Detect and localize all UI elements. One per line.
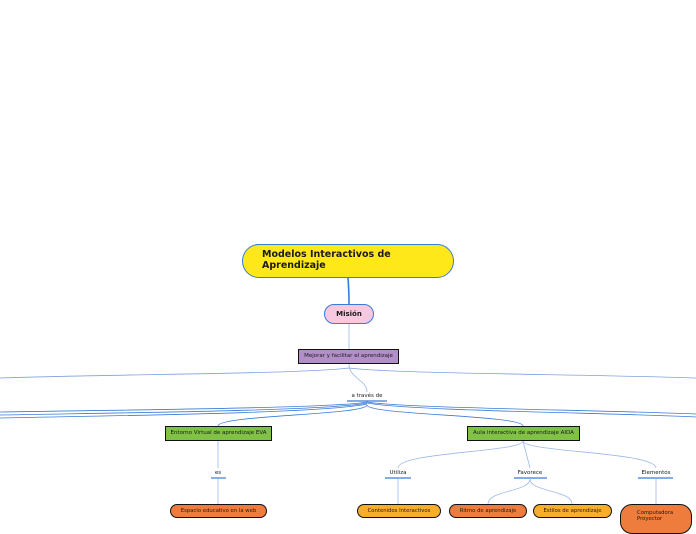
through-link-label: a través de — [351, 393, 383, 399]
elements-child-line1: Computadora — [637, 510, 674, 516]
purpose-label: Mejorar y facilitar el aprendizaje — [304, 353, 393, 360]
edge-aida-favors — [522, 440, 531, 469]
eva-child-node[interactable]: Espacio educativo en la web — [170, 504, 267, 518]
eva-child-label: Espacio educativo en la web — [180, 507, 257, 514]
elements-child-line2: Proyector — [637, 516, 663, 523]
eva-label: Entorno Virtual de aprendizaje EVA — [170, 430, 267, 437]
root-topic[interactable]: Modelos Interactivos de Aprendizaje — [242, 244, 454, 278]
edge-through-left-3 — [0, 403, 368, 419]
favors-child-1-label: Ritmo de aprendizaje — [459, 507, 517, 514]
edge-aida-uses — [397, 440, 524, 469]
edge-favors-child2 — [529, 478, 573, 505]
uses-link-label: Utiliza — [389, 470, 407, 476]
edge-root-mission — [347, 277, 350, 305]
edge-purpose-left — [0, 367, 350, 379]
connector-lines — [0, 277, 696, 505]
edge-through-right-2 — [366, 402, 696, 418]
root-topic-label: Modelos Interactivos de Aprendizaje — [262, 249, 391, 271]
edge-through-left-1 — [0, 401, 368, 413]
edge-favors-child1 — [487, 478, 531, 505]
edge-purpose-through — [348, 363, 368, 393]
mission-node[interactable]: Misión — [324, 304, 374, 324]
es-link-label: es — [214, 470, 222, 476]
favors-child-2-node[interactable]: Estilos de aprendizaje — [533, 504, 612, 518]
edge-through-left-2 — [0, 402, 368, 416]
purpose-node[interactable]: Mejorar y facilitar el aprendizaje — [298, 349, 399, 364]
edge-through-right-1 — [366, 401, 696, 415]
edge-aida-elements — [522, 440, 657, 469]
favors-link-label: Favorece — [517, 470, 543, 476]
mission-label: Misión — [336, 309, 362, 318]
elements-link-label: Elementos — [641, 470, 671, 476]
edge-through-eva — [217, 404, 368, 427]
favors-child-1-node[interactable]: Ritmo de aprendizaje — [449, 504, 527, 518]
elements-child-node[interactable]: Computadora Proyector — [620, 504, 692, 534]
aida-label: Aula interactiva de aprendizaje AIDA — [473, 430, 574, 437]
edge-through-aida — [366, 404, 524, 427]
edge-purpose-right — [348, 367, 696, 379]
favors-child-2-label: Estilos de aprendizaje — [543, 507, 602, 514]
aida-node[interactable]: Aula interactiva de aprendizaje AIDA — [467, 426, 580, 441]
uses-child-node[interactable]: Contenidos Interactivos — [357, 504, 441, 518]
uses-child-label: Contenidos Interactivos — [367, 507, 431, 514]
eva-node[interactable]: Entorno Virtual de aprendizaje EVA — [165, 426, 272, 441]
